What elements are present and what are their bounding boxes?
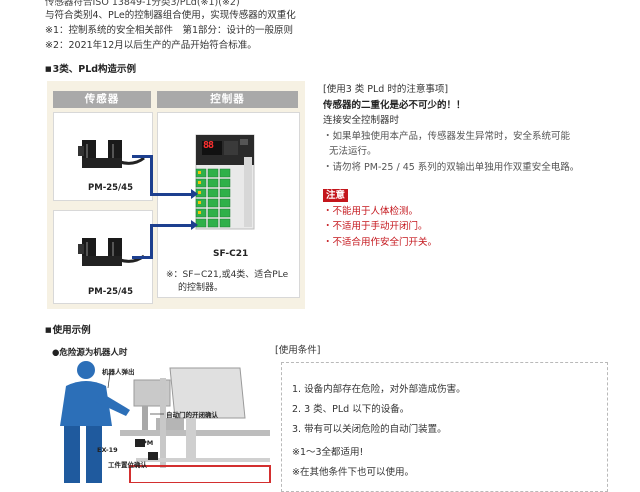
condition-item-3: 3. 带有可以关闭危险的自动门装置。 bbox=[292, 424, 447, 435]
caution-item-2: ・不适用于手动开闭门。 bbox=[323, 221, 428, 232]
intro-line-2: ※1：控制系统的安全相关部件 第1部分：设计的一般原则 bbox=[45, 25, 294, 36]
label-pm: PM bbox=[142, 439, 154, 447]
section-title-example: 使用示例 bbox=[45, 322, 91, 336]
connector-line-1c bbox=[150, 193, 192, 196]
section-title-structure: 3类、PLd构造示例 bbox=[45, 61, 136, 75]
label-robot: 机器人弹出 bbox=[102, 368, 135, 376]
connector-line-2b bbox=[150, 224, 153, 259]
connector-line-2a bbox=[132, 256, 152, 259]
notes-item-1a: ・如果单独使用本产品，传感器发生异常时，安全系统可能 bbox=[323, 130, 571, 142]
condition-item-1: 1. 设备内部存在危险，对外部造成伤害。 bbox=[292, 384, 466, 395]
controller-image bbox=[195, 134, 255, 230]
sensor-model-1: PM-25/45 bbox=[88, 183, 133, 193]
sensor-image-2 bbox=[78, 238, 145, 266]
arrow-to-controller-1 bbox=[191, 189, 198, 199]
controller-display-digits: 88 bbox=[203, 140, 214, 151]
notes-sub: 连接安全控制器时 bbox=[323, 115, 400, 126]
controller-card: 88 SF-C21 ※：SF−C21,或4类、适合PLe 的控制器。 bbox=[157, 112, 300, 298]
structure-diagram-panel: 传感器 控制器 PM-25/45 PM-25/45 bbox=[47, 81, 305, 309]
condition-item-2: 2. 3 类、PLd 以下的设备。 bbox=[292, 404, 410, 415]
notes-item-2: ・请勿将 PM-25 / 45 系列的双输出单独用作双重安全电路。 bbox=[323, 161, 580, 173]
usage-notes: [使用3 类 PLd 时的注意事项] 传感器的二重化是必不可少的！！ 连接安全控… bbox=[323, 82, 579, 250]
condition-note-2: ※在其他条件下也可以使用。 bbox=[292, 467, 414, 478]
sensor-image-1 bbox=[78, 140, 145, 168]
connector-line-1b bbox=[150, 155, 153, 195]
intro-line-3: ※2：2021年12月以后生产的产品开始符合标准。 bbox=[45, 40, 257, 51]
label-door: 自动门的开闭确认 bbox=[166, 411, 218, 419]
controller-model: SF-C21 bbox=[213, 249, 249, 259]
notes-bold: 传感器的二重化是必不可少的！！ bbox=[323, 99, 466, 111]
usage-example-illustration bbox=[60, 361, 271, 483]
connector-line-2c bbox=[150, 224, 192, 227]
danger-label: ●危险源为机器人时 bbox=[52, 348, 128, 358]
condition-note-1: ※1～3全都适用! bbox=[292, 447, 364, 458]
conditions-heading: [使用条件] bbox=[275, 345, 321, 356]
controller-header: 控制器 bbox=[157, 91, 298, 108]
sensor-header: 传感器 bbox=[53, 91, 151, 108]
controller-note-1: ※：SF−C21,或4类、适合PLe bbox=[166, 270, 289, 280]
controller-note-2: 的控制器。 bbox=[178, 283, 224, 293]
intro-line-top: 传感器符合ISO 13849-1分类3/PLd(※1)(※2) bbox=[45, 0, 240, 8]
arrow-to-controller-2 bbox=[191, 220, 198, 230]
caution-badge: 注意 bbox=[323, 189, 349, 202]
label-workpiece: 工件置位确认 bbox=[108, 461, 147, 469]
notes-item-1b: 无法运行。 bbox=[329, 146, 377, 157]
caution-item-1: ・不能用于人体检测。 bbox=[323, 205, 419, 217]
notes-heading: [使用3 类 PLd 时的注意事项] bbox=[323, 84, 449, 95]
connector-line-1a bbox=[132, 155, 152, 158]
intro-line-1: 与符合类别4、PLe的控制器组合使用，实现传感器的双重化 bbox=[45, 10, 296, 21]
caution-item-3: ・不适合用作安全门开关。 bbox=[323, 236, 438, 248]
label-ex: EX-19 bbox=[97, 446, 118, 454]
sensor-model-2: PM-25/45 bbox=[88, 287, 133, 297]
